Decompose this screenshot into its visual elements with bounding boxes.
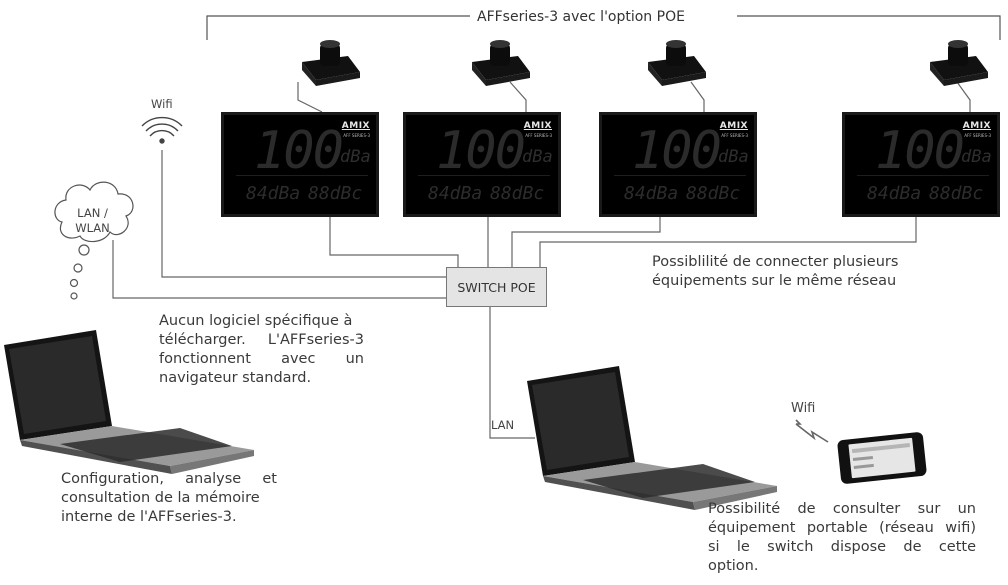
line-panel-1: [329, 215, 459, 267]
panel-main-value: 100: [254, 121, 344, 181]
smartphone-icon: [837, 432, 927, 484]
panel-main-unit: dBa: [961, 147, 992, 167]
sensor-cable-3: [690, 81, 705, 112]
portable-note-line: Possibilité de consulter sur un: [708, 501, 976, 517]
panel-value-c: 88dBc: [308, 183, 363, 204]
panel-divider: [614, 175, 746, 176]
line-wifi-ap: [161, 150, 446, 278]
panel-model: AFF SERIES-3: [525, 133, 552, 138]
panel-divider: [857, 175, 989, 176]
panel-value-a: 84dBa: [867, 183, 922, 204]
sensor-3: [648, 40, 706, 86]
software-note-line: télécharger. L'AFFseries-3: [159, 332, 364, 348]
sensor-1: [302, 40, 360, 86]
panel-value-a: 84dBa: [246, 183, 301, 204]
software-note-line: fonctionnent avec un: [159, 351, 364, 367]
panel-value-c: 88dBc: [686, 183, 741, 204]
panel-main-value: 100: [436, 121, 526, 181]
panel-logo: AMIX: [962, 121, 991, 131]
display-panel-2: 100 dBa AMIX AFF SERIES-3 84dBa 88dBc: [403, 112, 561, 217]
software-note: Aucun logiciel spécifique à télécharger.…: [159, 312, 364, 388]
portable-note-line: équipement portable (réseau wifi): [708, 520, 976, 536]
portable-note-line: si le switch dispose de cette: [708, 539, 976, 555]
network-note-line: équipements sur le même réseau: [652, 273, 897, 289]
panel-value-c: 88dBc: [490, 183, 545, 204]
software-note-line: Aucun logiciel spécifique à: [159, 313, 353, 329]
lan-label: LAN: [491, 418, 515, 432]
panel-value-a: 84dBa: [624, 183, 679, 204]
config-note-line: Configuration, analyse et: [61, 471, 277, 487]
sensor-4: [930, 40, 988, 86]
line-laptop-lan: [489, 307, 535, 439]
panel-divider: [236, 175, 368, 176]
sensor-2: [472, 40, 530, 86]
panel-logo: AMIX: [523, 121, 552, 131]
line-panel-3: [511, 215, 661, 267]
wifi-label-access-point: Wifi: [151, 97, 173, 111]
display-panel-1: 100 dBa AMIX AFF SERIES-3 84dBa 88dBc: [221, 112, 379, 217]
panel-main-unit: dBa: [522, 147, 553, 167]
panel-main-unit: dBa: [340, 147, 371, 167]
sensor-cable-4: [956, 81, 971, 112]
switch-label: SWITCH POE: [457, 279, 536, 295]
display-panel-3: 100 dBa AMIX AFF SERIES-3 84dBa 88dBc: [599, 112, 757, 217]
laptop-right: [527, 366, 777, 510]
laptop-left: [4, 330, 254, 474]
panel-model: AFF SERIES-3: [343, 133, 370, 138]
sensor-cable-2: [509, 81, 527, 112]
panel-logo: AMIX: [719, 121, 748, 131]
cloud-icon: [54, 181, 134, 300]
config-note-line: consultation de la mémoire: [61, 490, 260, 506]
portable-note-line: option.: [708, 558, 759, 574]
sensors: [302, 40, 988, 86]
config-note: Configuration, analyse et consultation d…: [61, 470, 277, 527]
network-note: Possiblilité de connecter plusieurs équi…: [652, 253, 914, 291]
wifi-arrow-icon: [795, 419, 829, 443]
portable-note: Possibilité de consulter sur un équipeme…: [708, 500, 976, 576]
panel-model: AFF SERIES-3: [964, 133, 991, 138]
diagram-title: AFFseries-3 avec l'option POE: [473, 9, 689, 25]
software-note-line: navigateur standard.: [159, 370, 312, 386]
line-cloud: [112, 240, 446, 299]
panel-main-value: 100: [632, 121, 722, 181]
panel-logo: AMIX: [341, 121, 370, 131]
panel-main-unit: dBa: [718, 147, 749, 167]
wifi-label-mobile: Wifi: [791, 401, 816, 416]
panel-divider: [418, 175, 550, 176]
wifi-icon: [141, 116, 183, 144]
sensor-cable-1: [297, 82, 323, 113]
line-panel-4: [539, 215, 917, 267]
panel-model: AFF SERIES-3: [721, 133, 748, 138]
panel-value-c: 88dBc: [929, 183, 984, 204]
display-panel-4: 100 dBa AMIX AFF SERIES-3 84dBa 88dBc: [842, 112, 1000, 217]
title-bracket: [206, 15, 470, 40]
switch-poe-box: SWITCH POE: [446, 267, 547, 307]
panel-value-a: 84dBa: [428, 183, 483, 204]
panel-main-value: 100: [875, 121, 965, 181]
cloud-label: LAN / WLAN: [75, 206, 110, 235]
config-note-line: interne de l'AFFseries-3.: [61, 509, 237, 525]
connection-lines: [112, 81, 971, 439]
title-bracket-right: [737, 15, 1001, 40]
network-note-line: Possiblilité de connecter plusieurs: [652, 254, 899, 270]
